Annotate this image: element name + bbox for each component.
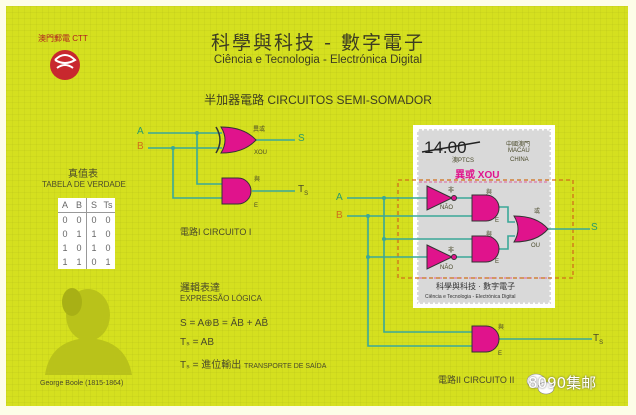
and-pt-label: E: [498, 351, 503, 357]
truth-table-title-cn: 真值表: [68, 169, 98, 180]
xor-gate-icon: [220, 126, 257, 154]
not-gate-icon: [426, 244, 454, 270]
not-pt-label: NÃO: [440, 265, 454, 271]
logic-title-cn: 邏輯表達: [180, 283, 220, 294]
output-s-label: S: [591, 222, 598, 233]
equation-s: S = A⊕B = ĀB + AB̄: [180, 318, 269, 329]
wechat-icon: [526, 373, 555, 395]
sheet-title: 科學與科技 - 數字電子: [211, 32, 425, 54]
and-cn-label: 與: [254, 177, 261, 183]
and-gate-icon: [471, 194, 500, 222]
logic-title-pt: EXPRESSÃO LÓGICA: [180, 294, 262, 303]
and-pt-label: E: [495, 259, 500, 265]
xor-pt-label: XOU: [254, 150, 268, 156]
ctt-logo-text: 澳門郵電 CTT: [38, 34, 88, 43]
input-b-label: B: [336, 210, 343, 221]
xor-cn-label: 異或: [253, 127, 266, 133]
or-pt-label: OU: [531, 243, 540, 249]
and-pt-label: E: [495, 218, 500, 224]
circuit2-caption: 電路II CIRCUITO II: [438, 375, 515, 385]
portrait-caption: George Boole (1815-1864): [40, 380, 124, 387]
stamp-footer-cn: 科學與科技 · 數字電子: [436, 282, 516, 291]
george-boole-portrait: [45, 288, 132, 375]
not-gate-icon: [426, 185, 454, 211]
and-cn-label: 與: [486, 190, 493, 196]
stamp-country-2: CHINA: [510, 157, 529, 163]
output-s-label: S: [298, 133, 305, 144]
and-gate-icon: [471, 325, 500, 353]
truth-table-title-pt: TABELA DE VERDADE: [42, 180, 126, 189]
not-cn-label: 非: [448, 248, 455, 254]
and-gate-icon: [471, 235, 500, 263]
or-gate-icon: [513, 215, 549, 243]
equation-ts-meaning: Tₛ = 進位輸出 TRANSPORTE DE SAÍDA: [180, 360, 327, 371]
and-gate-icon: [221, 177, 252, 205]
and-cn-label: 與: [498, 325, 505, 331]
stamp-currency: 澳PTCS: [452, 158, 475, 164]
section-heading: 半加器電路 CIRCUITOS SEMI-SOMADOR: [204, 93, 432, 107]
and-cn-label: 與: [486, 232, 493, 238]
input-a-label: A: [336, 192, 343, 203]
not-pt-label: NÃO: [440, 205, 454, 211]
input-a-label: A: [137, 126, 144, 137]
stamp-footer-pt: Ciência e Tecnologia - Electrónica Digit…: [425, 294, 516, 300]
not-cn-label: 非: [448, 188, 455, 194]
stamp-gate-title: 異或 XOU: [455, 170, 500, 181]
or-cn-label: 或: [534, 209, 541, 215]
circuit1-wires: [148, 132, 295, 199]
and-pt-label: E: [254, 203, 259, 209]
output-ts-label: TS: [593, 333, 604, 346]
sheet-subtitle: Ciência e Tecnologia - Electrónica Digit…: [213, 54, 423, 66]
stamp-value: 14.00: [424, 138, 467, 157]
output-ts-label: TS: [298, 184, 309, 197]
stamp-country-cn: 中國澳門: [506, 142, 531, 148]
equation-ts: Tₛ = AB: [180, 337, 215, 348]
stamp-country-1: MACAU: [508, 148, 530, 154]
watermark: 8090集邮: [528, 374, 597, 392]
circuit1-caption: 電路I CIRCUITO I: [180, 227, 252, 237]
input-b-label: B: [137, 141, 144, 152]
